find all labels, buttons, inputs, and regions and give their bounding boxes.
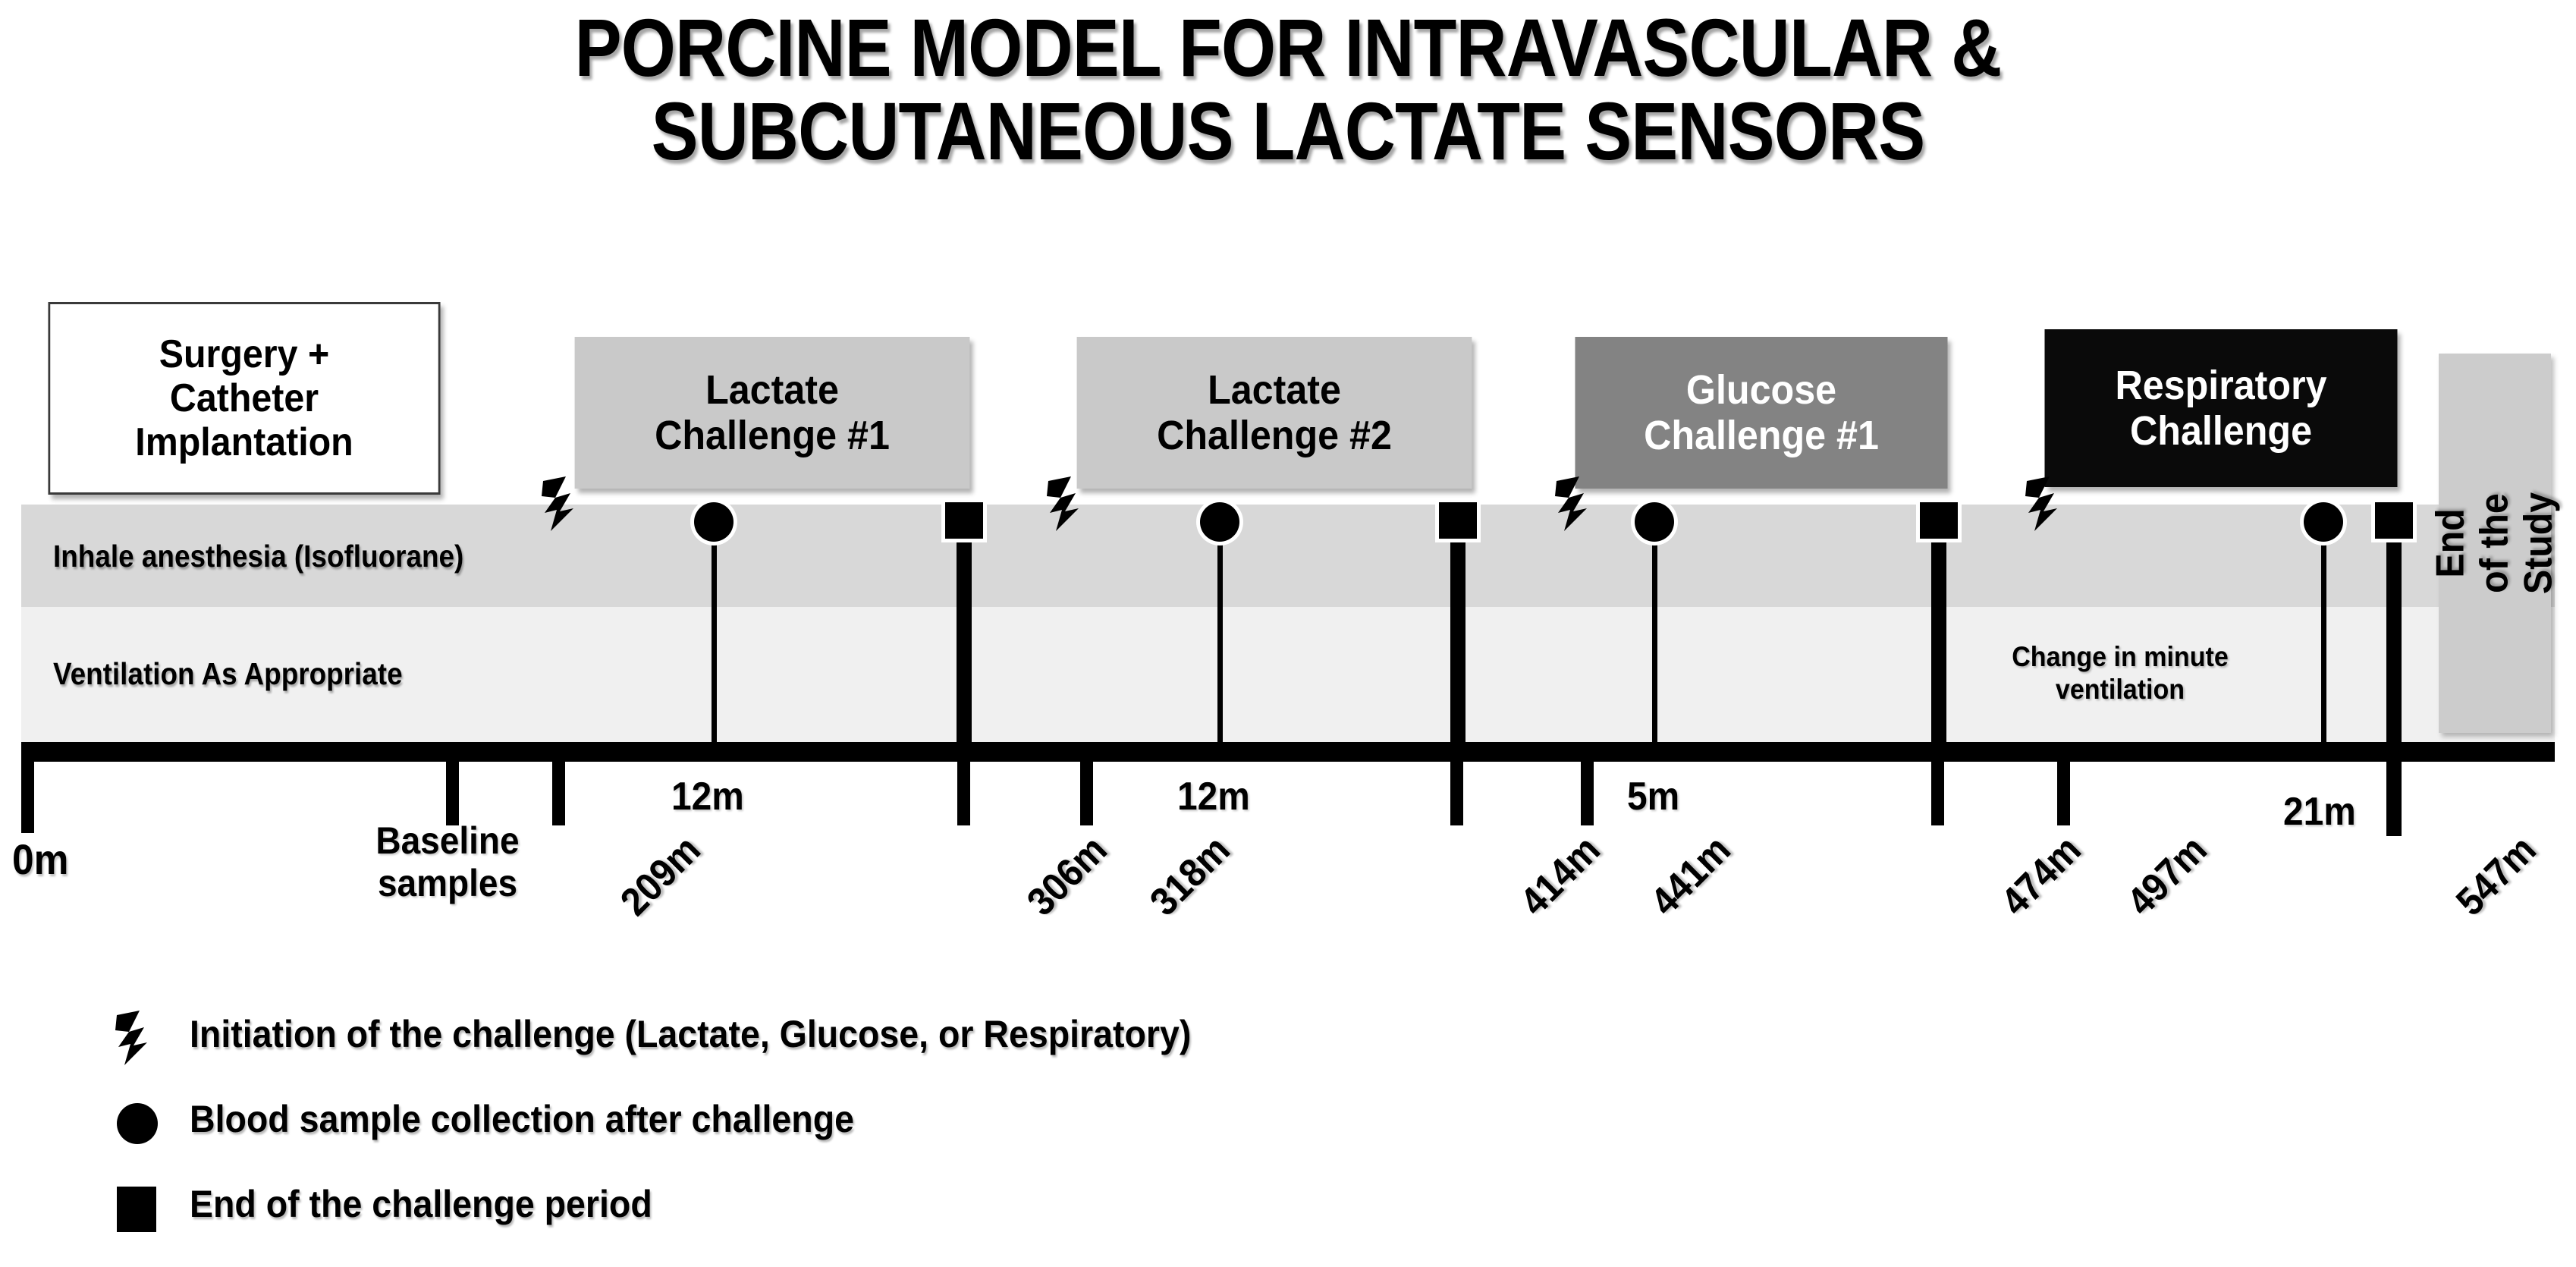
duration-label-12m-1: 12m <box>671 775 744 819</box>
phase-box-glucose-1[interactable]: Glucose Challenge #1 <box>1575 337 1948 489</box>
phase-box-lactate-2[interactable]: Lactate Challenge #2 <box>1076 337 1472 489</box>
end-of-study-box[interactable]: End of the Study <box>2429 354 2561 733</box>
duration-label-12m-2: 12m <box>1177 775 1250 819</box>
axis-tick-0m <box>21 742 34 833</box>
legend-label-initiation: Initiation of the challenge (Lactate, Gl… <box>190 1013 1192 1055</box>
filled-square-icon <box>114 1179 167 1238</box>
phase-box-lactate-1[interactable]: Lactate Challenge #1 <box>574 337 970 489</box>
axis-label-baseline-samples: Baseline samples <box>375 819 520 904</box>
filled-circle-icon <box>694 502 734 542</box>
lightning-bolt-icon <box>1045 475 1086 533</box>
timeline-axis <box>21 742 2555 762</box>
axis-label-414m: 414m <box>1512 827 1609 925</box>
lightning-bolt-icon <box>114 1009 167 1068</box>
axis-tick-497m <box>2057 742 2070 825</box>
marker-stem <box>2321 523 2326 745</box>
axis-label-318m: 318m <box>1142 827 1239 925</box>
end-of-study-label: End of the Study <box>2428 492 2562 595</box>
filled-square-icon <box>2375 502 2413 539</box>
marker-stem <box>957 523 972 745</box>
axis-tick-414m <box>1450 742 1463 825</box>
axis-tick-209m <box>552 742 565 825</box>
filled-circle-icon <box>1635 502 1674 542</box>
marker-stem <box>1652 523 1657 745</box>
axis-label-474m: 474m <box>1993 827 2090 925</box>
duration-label-5m: 5m <box>1627 775 1680 819</box>
axis-label-306m: 306m <box>1019 827 1116 925</box>
axis-tick-318m <box>1080 742 1093 825</box>
lightning-bolt-icon <box>1553 475 1594 533</box>
legend-label-end-of-challenge: End of the challenge period <box>190 1183 652 1225</box>
axis-label-441m: 441m <box>1642 827 1739 925</box>
filled-circle-icon <box>2304 502 2343 542</box>
phase-box-respiratory[interactable]: Respiratory Challenge <box>2044 329 2398 487</box>
anesthesia-band-label: Inhale anesthesia (Isofluorane) <box>53 539 464 574</box>
filled-circle-icon <box>1200 502 1239 542</box>
axis-tick-441m <box>1581 742 1594 825</box>
lightning-bolt-icon <box>540 475 581 533</box>
filled-square-icon <box>945 502 983 539</box>
marker-stem <box>712 523 717 745</box>
filled-circle-icon <box>114 1094 167 1153</box>
axis-tick-306m <box>957 742 970 825</box>
lightning-bolt-icon <box>2024 475 2065 533</box>
axis-tick-baseline <box>446 742 459 825</box>
duration-label-21m: 21m <box>2283 790 2356 834</box>
ventilation-band <box>21 607 2555 742</box>
marker-stem <box>2386 523 2402 836</box>
ventilation-band-label: Ventilation As Appropriate <box>53 656 403 691</box>
minute-ventilation-note: Change in minute ventilation <box>2012 641 2229 705</box>
axis-label-547m: 547m <box>2448 827 2545 925</box>
marker-stem <box>1931 523 1946 745</box>
axis-label-0m: 0m <box>12 835 69 883</box>
marker-stem <box>1450 523 1465 745</box>
axis-label-497m: 497m <box>2119 827 2216 925</box>
anesthesia-band <box>21 505 2555 607</box>
filled-square-icon <box>1920 502 1958 539</box>
marker-stem <box>1217 523 1223 745</box>
axis-tick-474m <box>1931 742 1944 825</box>
legend-label-blood-sample: Blood sample collection after challenge <box>190 1098 854 1140</box>
phase-box-surgery[interactable]: Surgery + Catheter Implantation <box>48 302 441 495</box>
page-title: PORCINE MODEL FOR INTRAVASCULAR & SUBCUT… <box>574 2 2003 178</box>
axis-label-209m: 209m <box>612 827 709 925</box>
filled-square-icon <box>1439 502 1477 539</box>
